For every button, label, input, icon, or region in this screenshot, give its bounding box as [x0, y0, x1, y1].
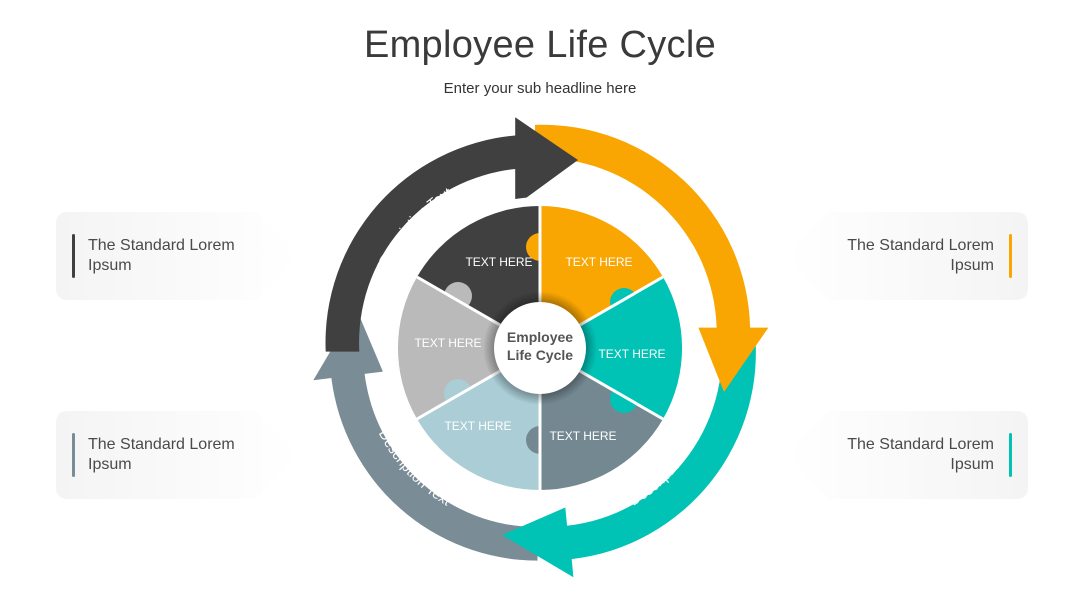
inner-ring: [389, 197, 691, 499]
arrow-dark: [325, 117, 578, 352]
hub-label-line1: Employee: [507, 329, 573, 345]
piece-label-orange: TEXT HERE: [565, 255, 632, 269]
hub-circle: [494, 302, 586, 394]
page-title: Employee Life Cycle: [363, 24, 717, 66]
callout-shape: [56, 212, 298, 300]
arrow-teal: [502, 327, 756, 578]
hub-label-line2: Life Cycle: [507, 347, 573, 363]
callout-shape: [786, 411, 1028, 499]
callout-top-left: The Standard Lorem Ipsum: [56, 212, 306, 302]
puzzle-piece-lightgray: [397, 277, 540, 419]
callout-top-right: The Standard Lorem Ipsum: [778, 212, 1028, 302]
arrow-slate: [313, 308, 538, 561]
callout-shape: [56, 411, 298, 499]
puzzle-piece-teal: [540, 277, 683, 419]
callout-text: The Standard Lorem Ipsum: [88, 237, 235, 274]
piece-label-lightgray: TEXT HERE: [414, 336, 481, 350]
piece-label-gray: TEXT HERE: [549, 429, 616, 443]
piece-label-dark: TEXT HERE: [465, 255, 532, 269]
callout-text: The Standard Lorem Ipsum: [88, 436, 235, 473]
piece-label-teal: TEXT HERE: [598, 347, 665, 361]
callout-bottom-right: The Standard Lorem Ipsum: [778, 411, 1028, 501]
callout-accent-bar: [1009, 234, 1012, 278]
callout-text: The Standard Lorem Ipsum: [847, 436, 994, 473]
callout-accent-bar: [72, 433, 75, 477]
callout-text: The Standard Lorem Ipsum: [847, 237, 994, 274]
callout-shape: [786, 212, 1028, 300]
callout-bottom-left: The Standard Lorem Ipsum: [56, 411, 306, 501]
callout-accent-bar: [72, 234, 75, 278]
callout-accent-bar: [1009, 433, 1012, 477]
page-subtitle: Enter your sub headline here: [443, 80, 637, 97]
knob-lightblue: [444, 379, 472, 407]
piece-label-lightblue: TEXT HERE: [444, 419, 511, 433]
